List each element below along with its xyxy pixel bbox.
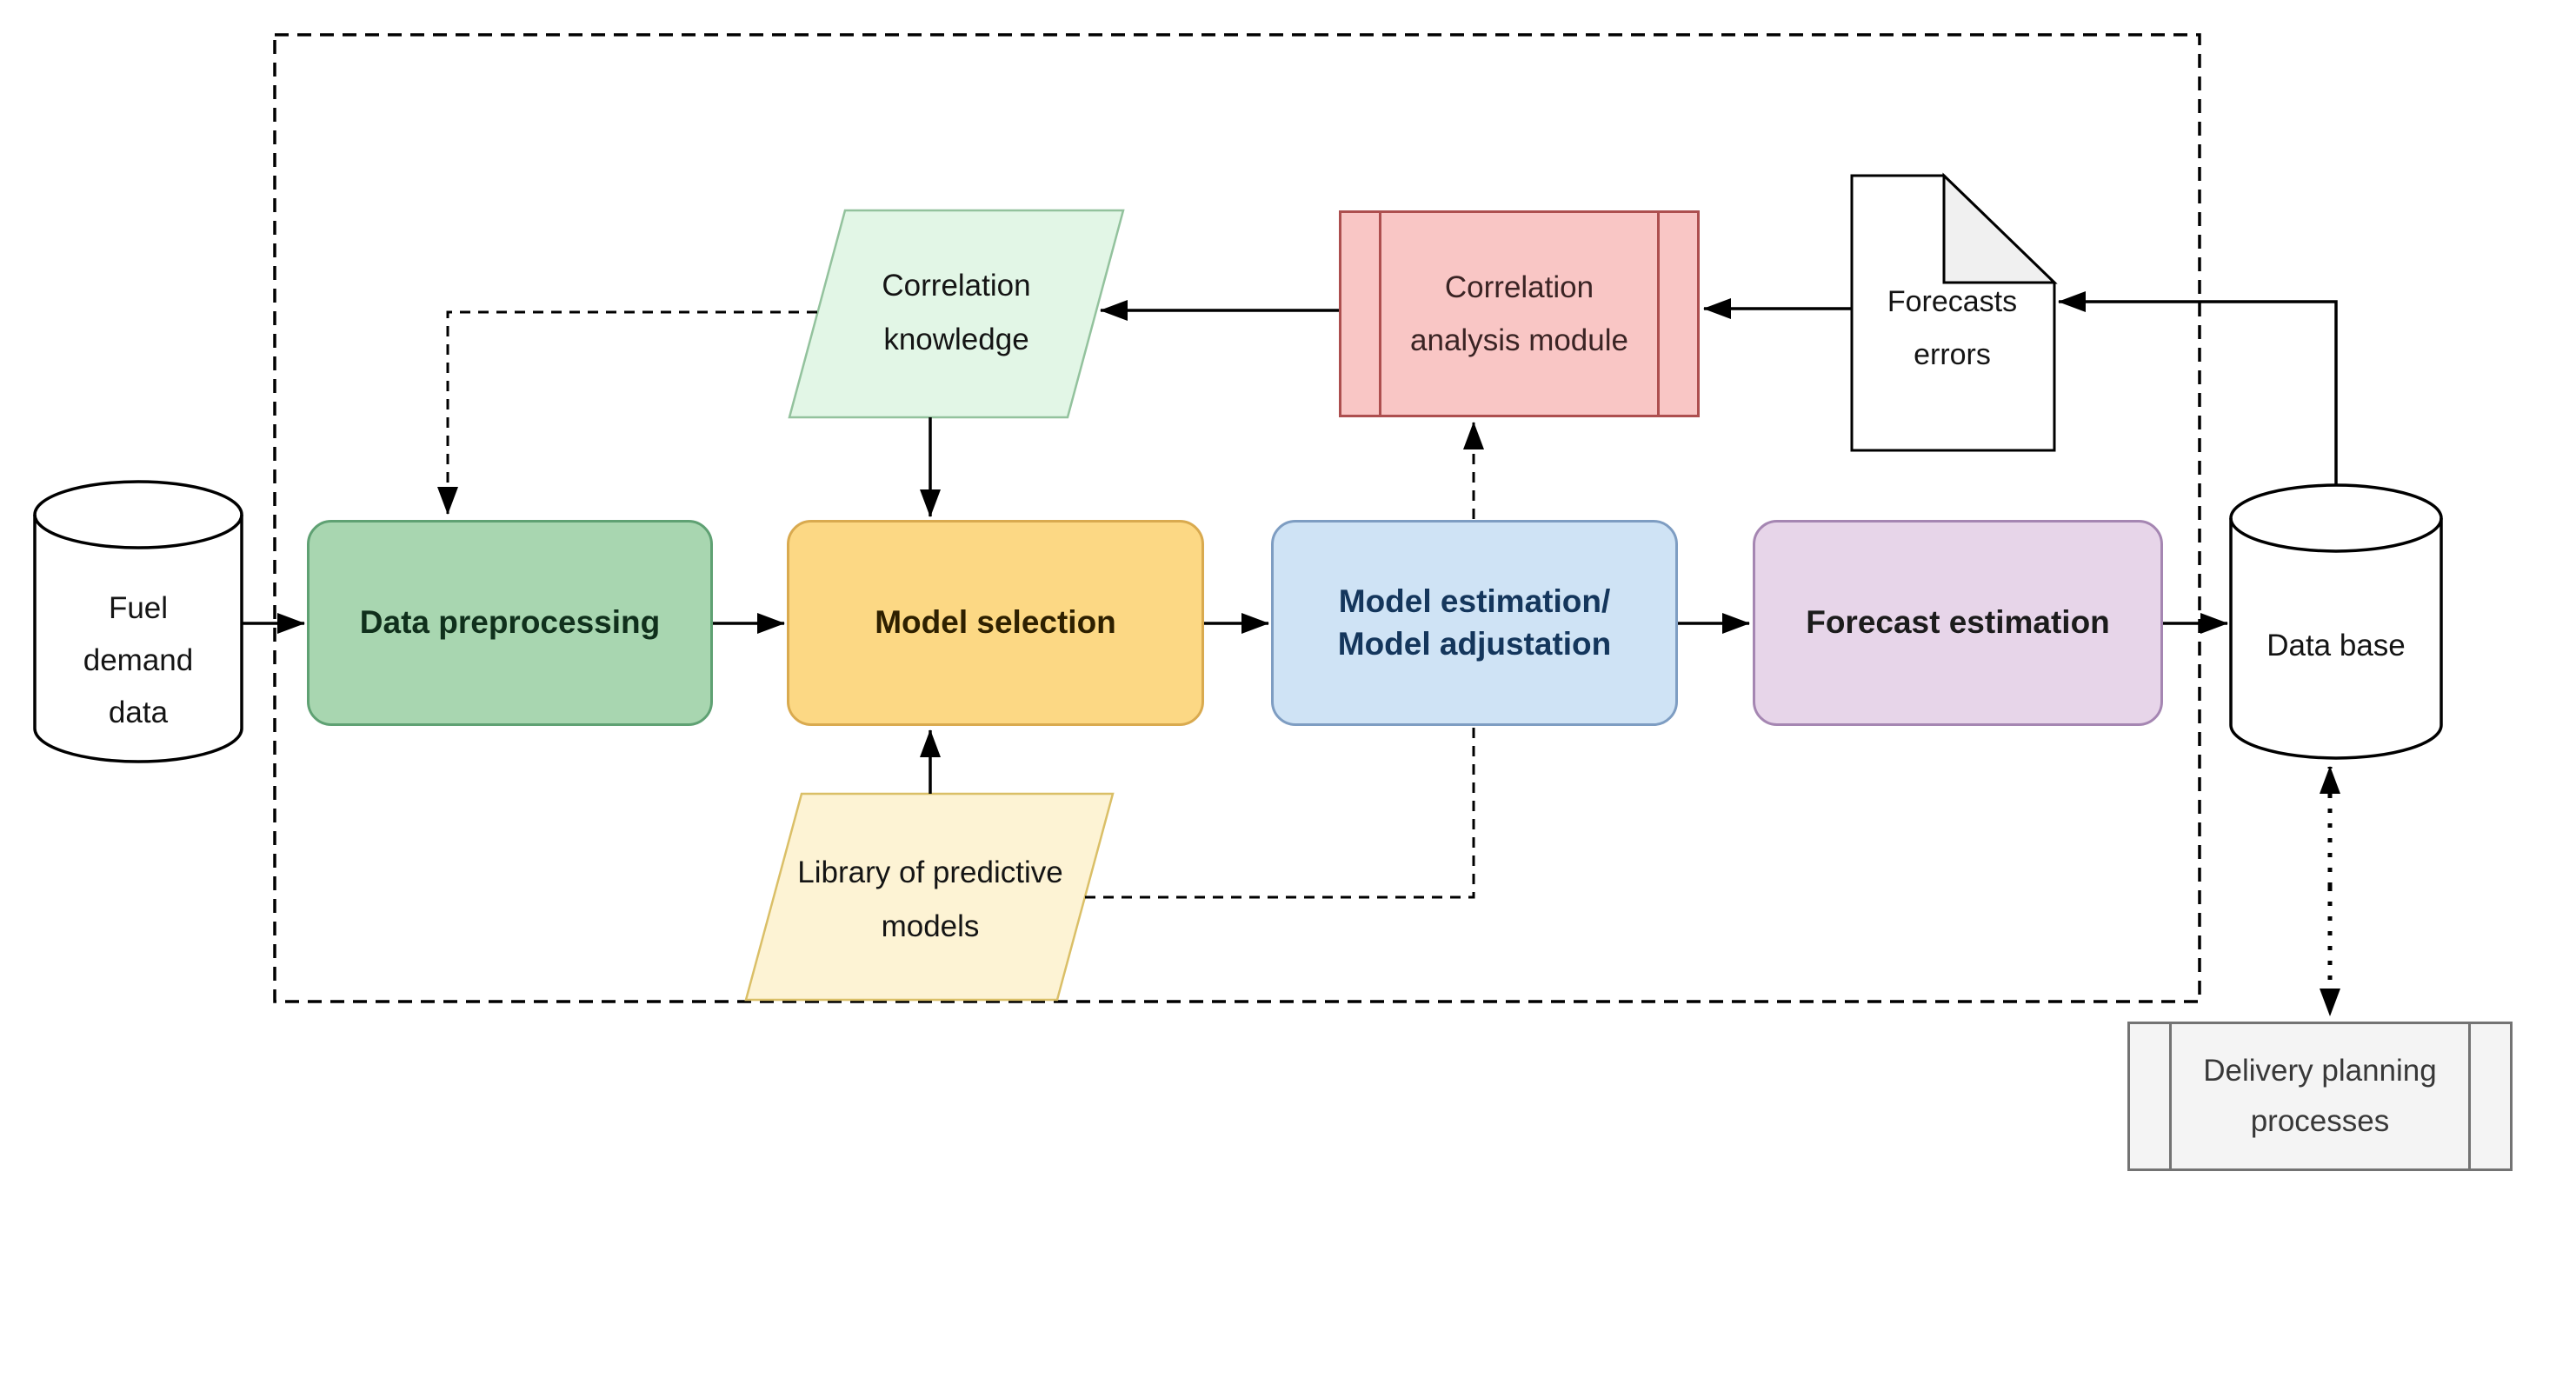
forecast-estimation-label: Forecast estimation xyxy=(1806,604,2110,641)
system-boundary-dashed-box xyxy=(273,33,2201,1003)
edge-library-to-module-dashed xyxy=(1085,422,1484,899)
library-models-parallelogram xyxy=(744,792,1115,1002)
module-right-bar xyxy=(1657,213,1660,415)
delivery-left-bar xyxy=(2169,1024,2172,1168)
model-selection-label: Model selection xyxy=(875,604,1116,641)
delivery-right-bar xyxy=(2468,1024,2471,1168)
forecasts-errors-document xyxy=(1850,172,2058,452)
correlation-knowledge-parallelogram xyxy=(788,209,1125,419)
data-base-label: Data base xyxy=(2266,628,2406,662)
model-estimation-label: Model estimation/Model adjustation xyxy=(1337,582,1612,662)
forecast-estimation-box: Forecast estimation xyxy=(1753,520,2163,726)
data-preprocessing-label: Data preprocessing xyxy=(359,604,661,641)
data-preprocessing-box: Data preprocessing xyxy=(307,520,713,726)
edge-database-to-errors xyxy=(2058,291,2338,484)
module-left-bar xyxy=(1379,213,1381,415)
model-estimation-box: Model estimation/Model adjustation xyxy=(1271,520,1678,726)
edge-knowledge-to-preprocessing-dashed xyxy=(437,310,817,515)
model-selection-box: Model selection xyxy=(787,520,1204,726)
data-base-cylinder xyxy=(2229,483,2443,760)
fuel-demand-data-cylinder xyxy=(33,480,243,763)
